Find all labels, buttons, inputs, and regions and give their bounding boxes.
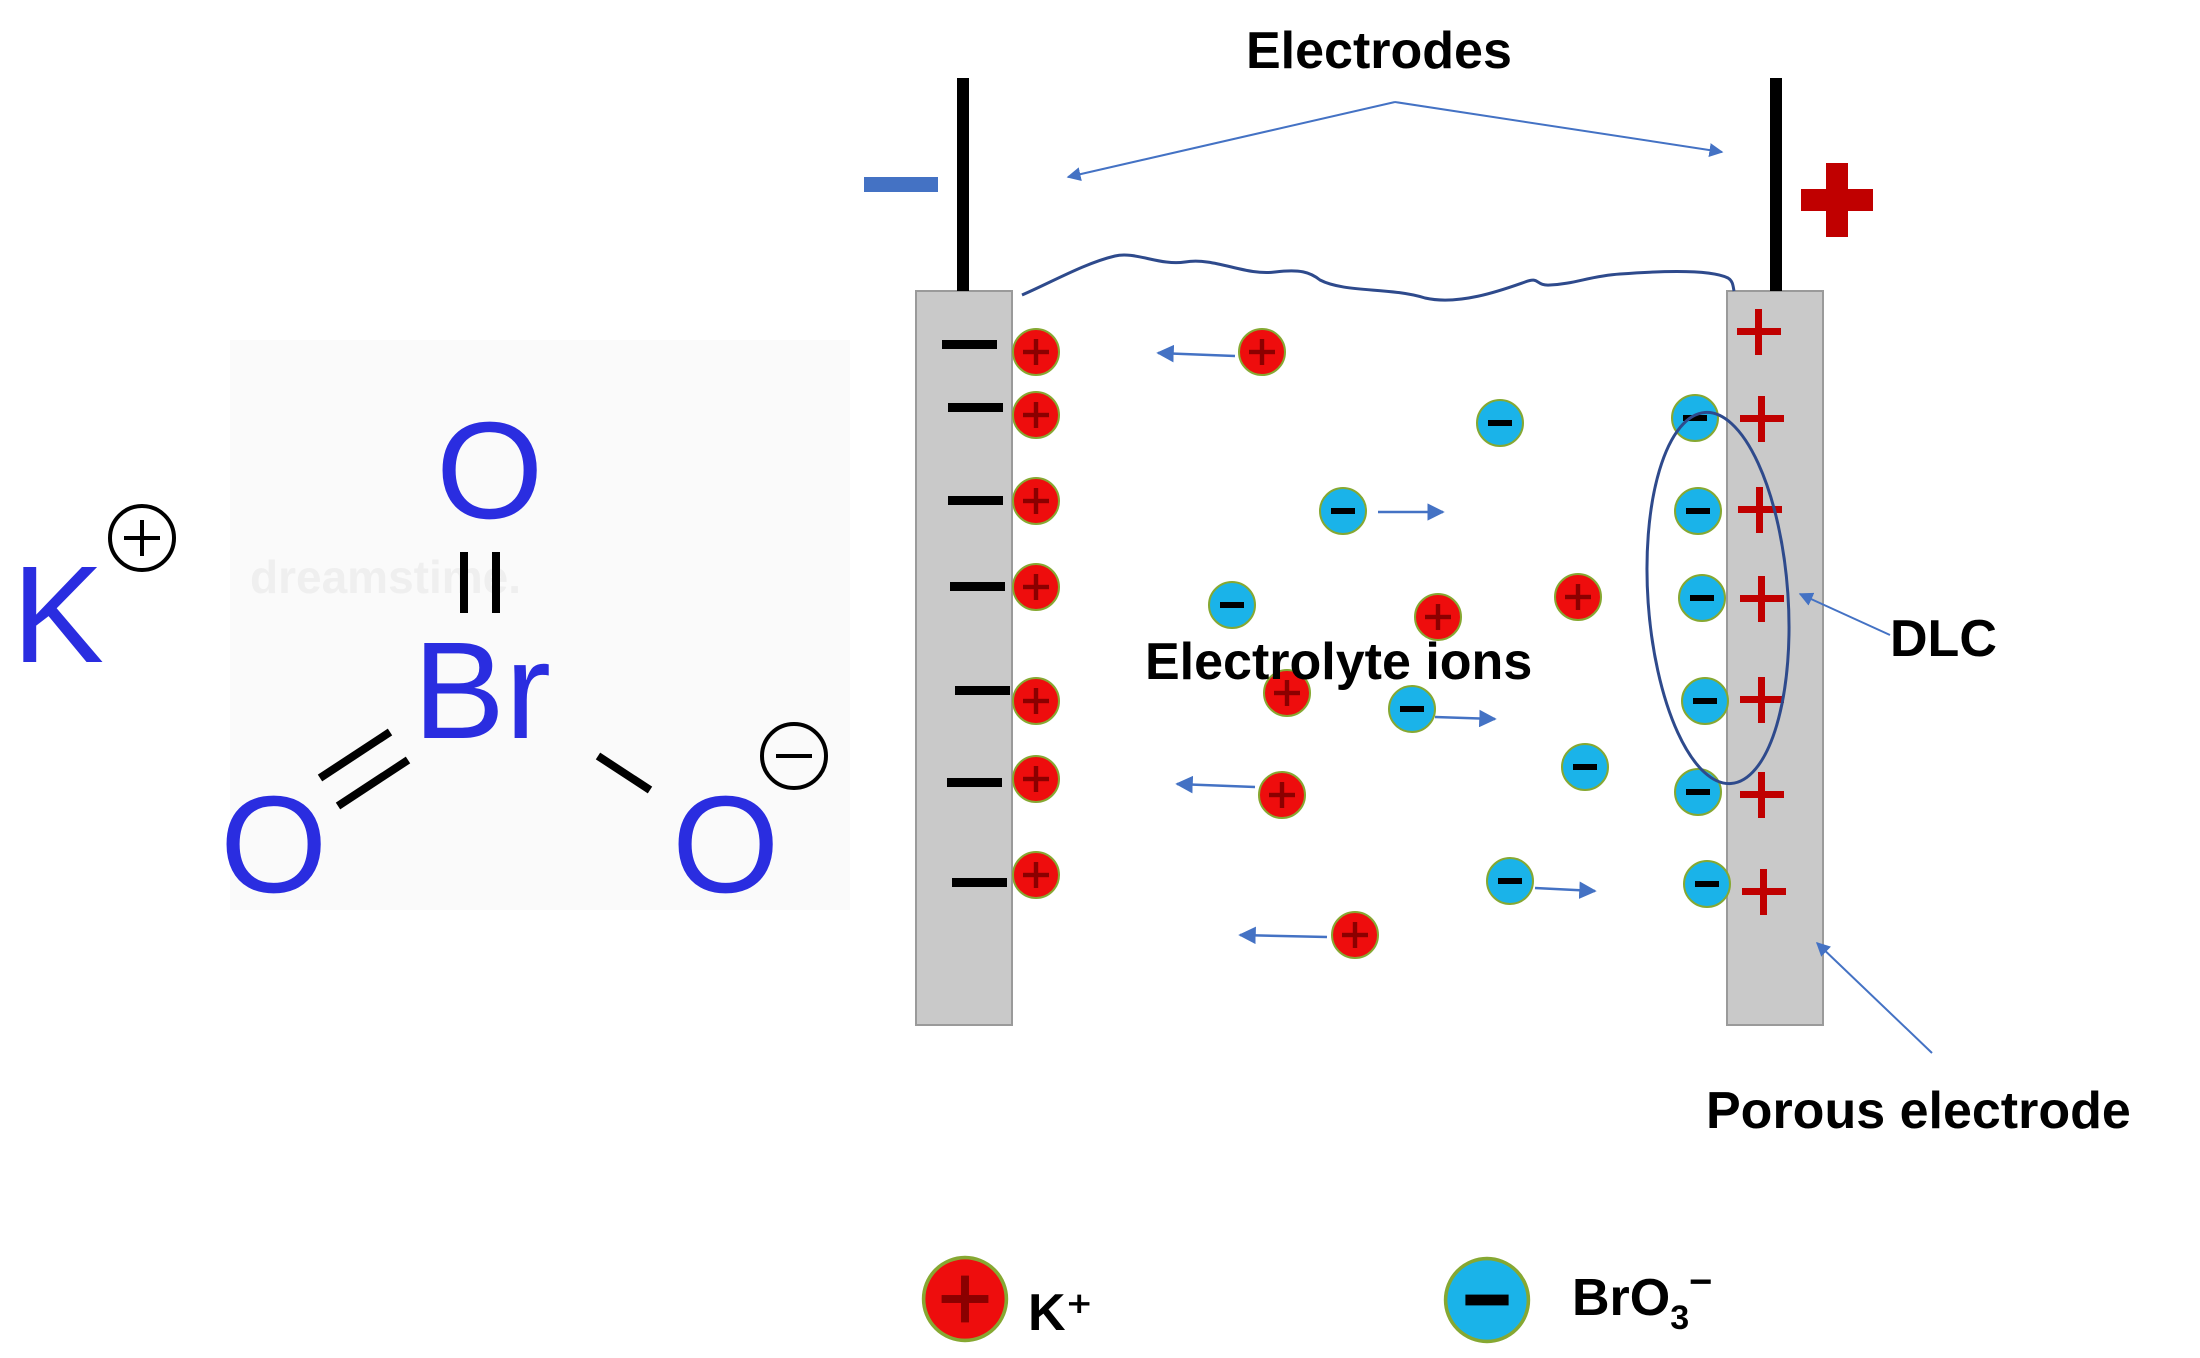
surface-plus-7 <box>1742 869 1786 915</box>
legend-anion-subscript: 3 <box>1670 1299 1689 1337</box>
br-o-left-double-bond <box>317 728 411 810</box>
legend-anion-superscript: − <box>1689 1260 1712 1304</box>
positive-terminal-wire <box>1770 78 1782 291</box>
top-oxygen: O <box>436 394 543 548</box>
negative-terminal-minus-icon <box>864 177 938 192</box>
cation-icon <box>1012 755 1060 803</box>
legend-anion-label: BrO3− <box>1572 1260 1713 1337</box>
surface-plus-2 <box>1740 396 1784 442</box>
positive-electrode <box>1726 78 1873 1026</box>
porous-electrode-label: Porous electrode <box>1706 1082 2131 1140</box>
anion-icon <box>1208 581 1256 629</box>
negative-electrode-surface-charges <box>942 340 1010 887</box>
surface-minus-3 <box>948 496 1003 505</box>
motion-arrow <box>1156 344 1236 363</box>
surface-plus-6 <box>1740 772 1784 818</box>
surface-plus-1 <box>1737 309 1781 355</box>
ion-motion-arrows <box>1156 344 1597 945</box>
adsorbed-anion-layer <box>1671 394 1731 908</box>
anion-icon <box>1671 394 1719 442</box>
cation-icon <box>1012 563 1060 611</box>
dlc-label: DLC <box>1890 610 1997 668</box>
molecule-background <box>230 340 850 910</box>
anion-icon <box>1674 487 1722 535</box>
negative-terminal-wire <box>957 78 969 291</box>
electrolyte-surface-line <box>1021 253 1736 302</box>
cation-icon <box>1012 677 1060 725</box>
surface-minus-7 <box>952 878 1007 887</box>
negative-electrode-plate <box>915 290 1013 1026</box>
dlc-highlight-ellipse <box>1645 410 1791 786</box>
dlc-pointer <box>1798 592 1891 636</box>
br-o-right-single-bond <box>595 752 653 794</box>
electrolyte-ions-label: Electrolyte ions <box>1145 633 1532 691</box>
surface-plus-4 <box>1740 576 1784 622</box>
positive-electrode-plate <box>1726 290 1824 1026</box>
anion-icon <box>1476 399 1524 447</box>
motion-arrow <box>1534 881 1597 899</box>
negative-electrode <box>864 78 1013 1026</box>
anion-icon <box>1674 768 1722 816</box>
electrodes-right-pointer <box>1394 101 1724 158</box>
legend-cation-label: K⁺ <box>1028 1284 1093 1342</box>
surface-plus-3 <box>1738 487 1782 533</box>
positive-terminal-plus-icon <box>1801 163 1873 237</box>
anion-icon <box>1683 860 1731 908</box>
porous-electrode-pointer <box>1815 942 1933 1054</box>
motion-arrow <box>1175 775 1256 794</box>
legend-anion-icon <box>1443 1256 1531 1344</box>
callout-arrows <box>1066 101 1933 1054</box>
potassium-symbol: K <box>12 538 104 692</box>
left-oxygen: O <box>220 768 327 922</box>
oxygen-negative-charge-icon <box>760 722 828 790</box>
surface-minus-1 <box>942 340 997 349</box>
cation-icon <box>1012 477 1060 525</box>
adsorbed-cation-layer <box>1012 328 1060 899</box>
surface-minus-6 <box>947 778 1002 787</box>
cation-icon <box>1012 328 1060 376</box>
anion-icon <box>1678 574 1726 622</box>
motion-arrow <box>1434 709 1497 728</box>
motion-arrow <box>1238 926 1328 945</box>
bromine-symbol: Br <box>413 614 551 768</box>
legend-cation-icon <box>921 1255 1009 1343</box>
legend: K⁺ BrO3− <box>921 1255 1713 1344</box>
cation-icon <box>1331 911 1379 959</box>
electrodes-left-pointer <box>1066 101 1396 182</box>
anion-icon <box>1561 743 1609 791</box>
br-o-top-double-bond <box>460 552 500 613</box>
anion-icon <box>1486 857 1534 905</box>
cation-icon <box>1258 771 1306 819</box>
potassium-bromate-structure: dreamstime. K O Br O O <box>12 340 850 922</box>
surface-minus-4 <box>950 582 1005 591</box>
cation-icon <box>1012 851 1060 899</box>
surface-plus-5 <box>1740 677 1784 723</box>
cation-icon <box>1554 573 1602 621</box>
anion-icon <box>1319 487 1367 535</box>
molecule-watermark: dreamstime. <box>250 551 521 603</box>
electrodes-label: Electrodes <box>1246 22 1512 80</box>
right-oxygen: O <box>672 768 779 922</box>
surface-minus-5 <box>955 686 1010 695</box>
anion-icon <box>1388 685 1436 733</box>
positive-electrode-surface-charges <box>1737 309 1786 915</box>
legend-anion-base: BrO <box>1572 1269 1670 1327</box>
cation-icon <box>1238 328 1286 376</box>
cation-icon <box>1012 391 1060 439</box>
anion-icon <box>1681 677 1729 725</box>
potassium-positive-charge-icon <box>108 504 176 572</box>
surface-minus-2 <box>948 403 1003 412</box>
